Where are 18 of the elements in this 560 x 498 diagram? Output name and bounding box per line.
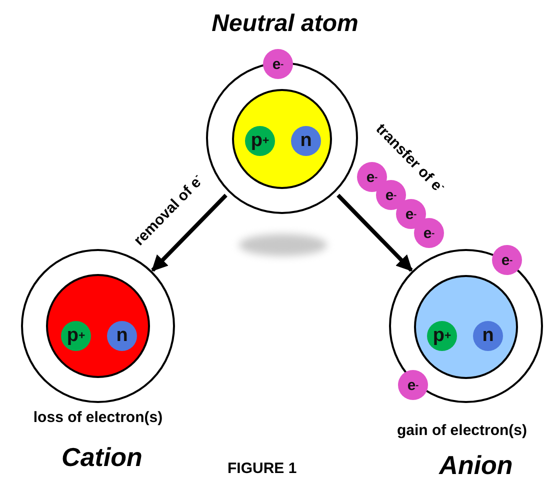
atom-caption: loss of electron(s) <box>32 409 164 427</box>
proton-circle: p$^{+}$ <box>61 321 91 351</box>
atom-heading: Neutral atom <box>210 10 360 39</box>
electron-circle: e$^{-}$ <box>263 49 293 79</box>
arrow <box>151 194 228 272</box>
atom-heading: Cation <box>60 442 144 474</box>
proton-circle: p$^{+}$ <box>245 126 275 156</box>
neutron-circle: n <box>473 321 503 351</box>
electron-circle: e$^{-}$ <box>492 245 522 275</box>
figure-caption: FIGURE 1 <box>228 460 297 477</box>
proton-circle: p$^{+}$ <box>427 321 457 351</box>
arrow <box>336 194 413 272</box>
neutron-circle: n <box>291 126 321 156</box>
atom-heading: Anion <box>438 450 514 482</box>
electron-circle: e$^{-}$ <box>414 218 444 248</box>
atom-caption: gain of electron(s) <box>396 422 528 440</box>
electron-circle: e$^{-}$ <box>357 162 387 192</box>
neutron-circle: n <box>107 321 137 351</box>
